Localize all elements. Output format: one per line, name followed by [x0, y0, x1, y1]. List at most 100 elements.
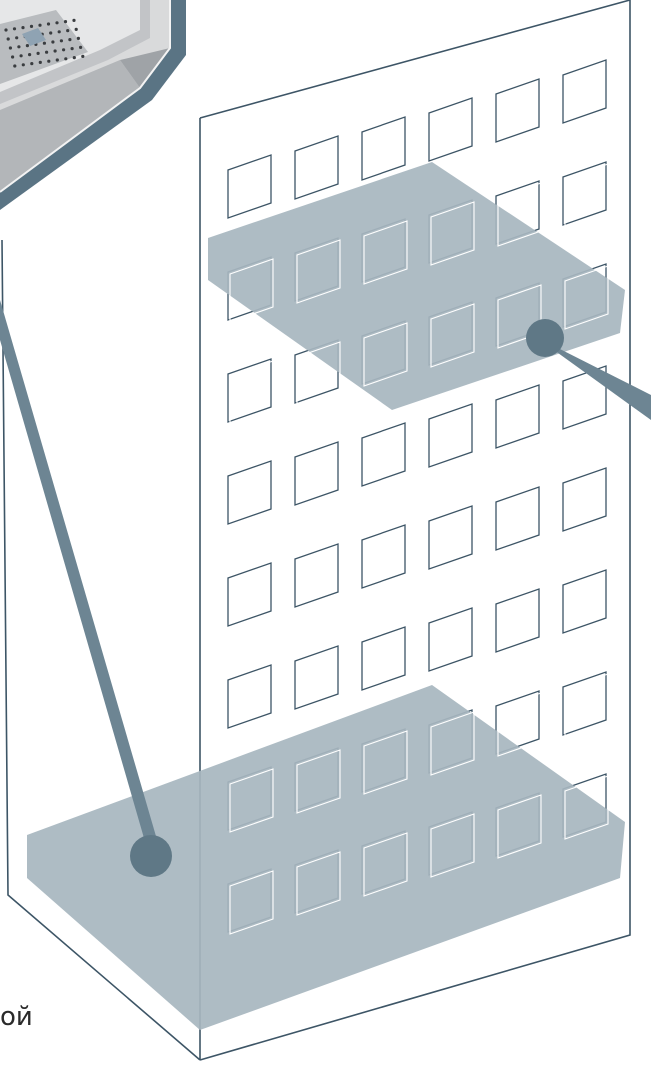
perforation-hole	[72, 18, 76, 22]
window-on-slab	[430, 813, 475, 878]
window-on-slab	[296, 239, 341, 304]
perforation-hole	[57, 30, 61, 34]
perforation-hole	[38, 23, 42, 27]
window-on-slab	[564, 265, 609, 330]
window	[495, 486, 540, 551]
window-on-slab	[363, 832, 408, 897]
equipment-unit-illustration	[0, 0, 186, 210]
window-on-slab	[229, 870, 274, 935]
window-on-slab	[564, 673, 609, 738]
window	[562, 467, 607, 532]
window	[227, 664, 272, 729]
window	[227, 562, 272, 627]
perforation-hole	[79, 45, 83, 50]
window-on-slab	[363, 220, 408, 285]
perforation-hole	[62, 48, 66, 52]
lower-floor-slab	[27, 685, 625, 1030]
perforation-hole	[21, 26, 25, 30]
callout-marker-upper	[526, 319, 564, 357]
window-on-slab	[296, 749, 341, 814]
window-on-slab	[430, 303, 475, 368]
upper-floor-slab	[208, 162, 625, 410]
perforation-hole	[12, 27, 17, 31]
window	[294, 135, 339, 200]
perforation-hole	[64, 57, 68, 61]
perforation-hole	[28, 53, 32, 57]
perforation-hole	[8, 46, 12, 50]
window	[495, 384, 540, 449]
window	[227, 358, 272, 423]
window	[361, 116, 406, 181]
perforation-hole	[55, 58, 59, 62]
perforation-hole	[15, 36, 19, 40]
window	[227, 154, 272, 219]
window-on-slab	[497, 182, 542, 247]
window-on-slab	[296, 851, 341, 916]
perforation-hole	[74, 27, 78, 31]
perforation-hole	[36, 51, 40, 56]
window	[562, 671, 607, 736]
perforated-panel	[4, 18, 85, 68]
window-on-slab	[430, 711, 475, 776]
window	[294, 645, 339, 710]
window-on-slab	[497, 794, 542, 859]
window	[562, 59, 607, 124]
perforation-hole	[49, 31, 53, 35]
window	[361, 626, 406, 691]
perforation-hole	[30, 62, 34, 66]
window	[428, 607, 473, 672]
window-on-slab	[229, 768, 274, 833]
window	[227, 460, 272, 525]
window	[428, 505, 473, 570]
perforation-hole	[70, 47, 74, 51]
window	[361, 524, 406, 589]
window-on-slab	[229, 258, 274, 323]
window	[495, 588, 540, 653]
perforation-hole	[53, 49, 57, 53]
caption-fragment: ой	[0, 1002, 33, 1032]
perforation-hole	[19, 54, 23, 58]
perforation-hole	[21, 63, 25, 67]
window	[294, 543, 339, 608]
window-on-slab	[564, 775, 609, 840]
window-on-slab	[497, 692, 542, 757]
window	[428, 403, 473, 468]
perforation-hole	[55, 21, 59, 25]
perforation-hole	[76, 36, 80, 41]
perforation-hole	[51, 40, 55, 44]
perforation-hole	[47, 59, 51, 63]
window-on-slab	[363, 322, 408, 387]
perforation-hole	[63, 20, 68, 24]
window-on-slab	[296, 341, 341, 406]
perforation-hole	[13, 64, 17, 68]
perforation-hole	[25, 44, 29, 48]
perforation-hole	[59, 39, 64, 43]
perforation-hole	[72, 56, 76, 60]
perforation-hole	[66, 29, 70, 33]
perforation-hole	[38, 60, 42, 64]
window	[361, 422, 406, 487]
perforation-hole	[11, 55, 15, 59]
perforation-hole	[6, 37, 10, 41]
perforation-hole	[46, 22, 51, 26]
slab-window-grid	[229, 163, 609, 935]
building-side	[1, 239, 201, 1061]
window-on-slab	[229, 360, 274, 425]
callout-beam-left	[0, 300, 160, 852]
perforation-hole	[68, 38, 72, 42]
window-on-slab	[363, 730, 408, 795]
window	[428, 97, 473, 162]
window	[294, 441, 339, 506]
perforation-hole	[17, 45, 21, 49]
perforation-hole	[45, 50, 49, 54]
callout-marker-lower	[130, 835, 172, 877]
perforation-hole	[29, 24, 34, 28]
window	[562, 161, 607, 226]
callout-beam-right	[540, 340, 651, 420]
perforation-hole	[42, 41, 47, 45]
perforation-hole	[4, 28, 8, 32]
window-on-slab	[430, 201, 475, 266]
perforation-hole	[81, 54, 85, 59]
window	[562, 569, 607, 634]
